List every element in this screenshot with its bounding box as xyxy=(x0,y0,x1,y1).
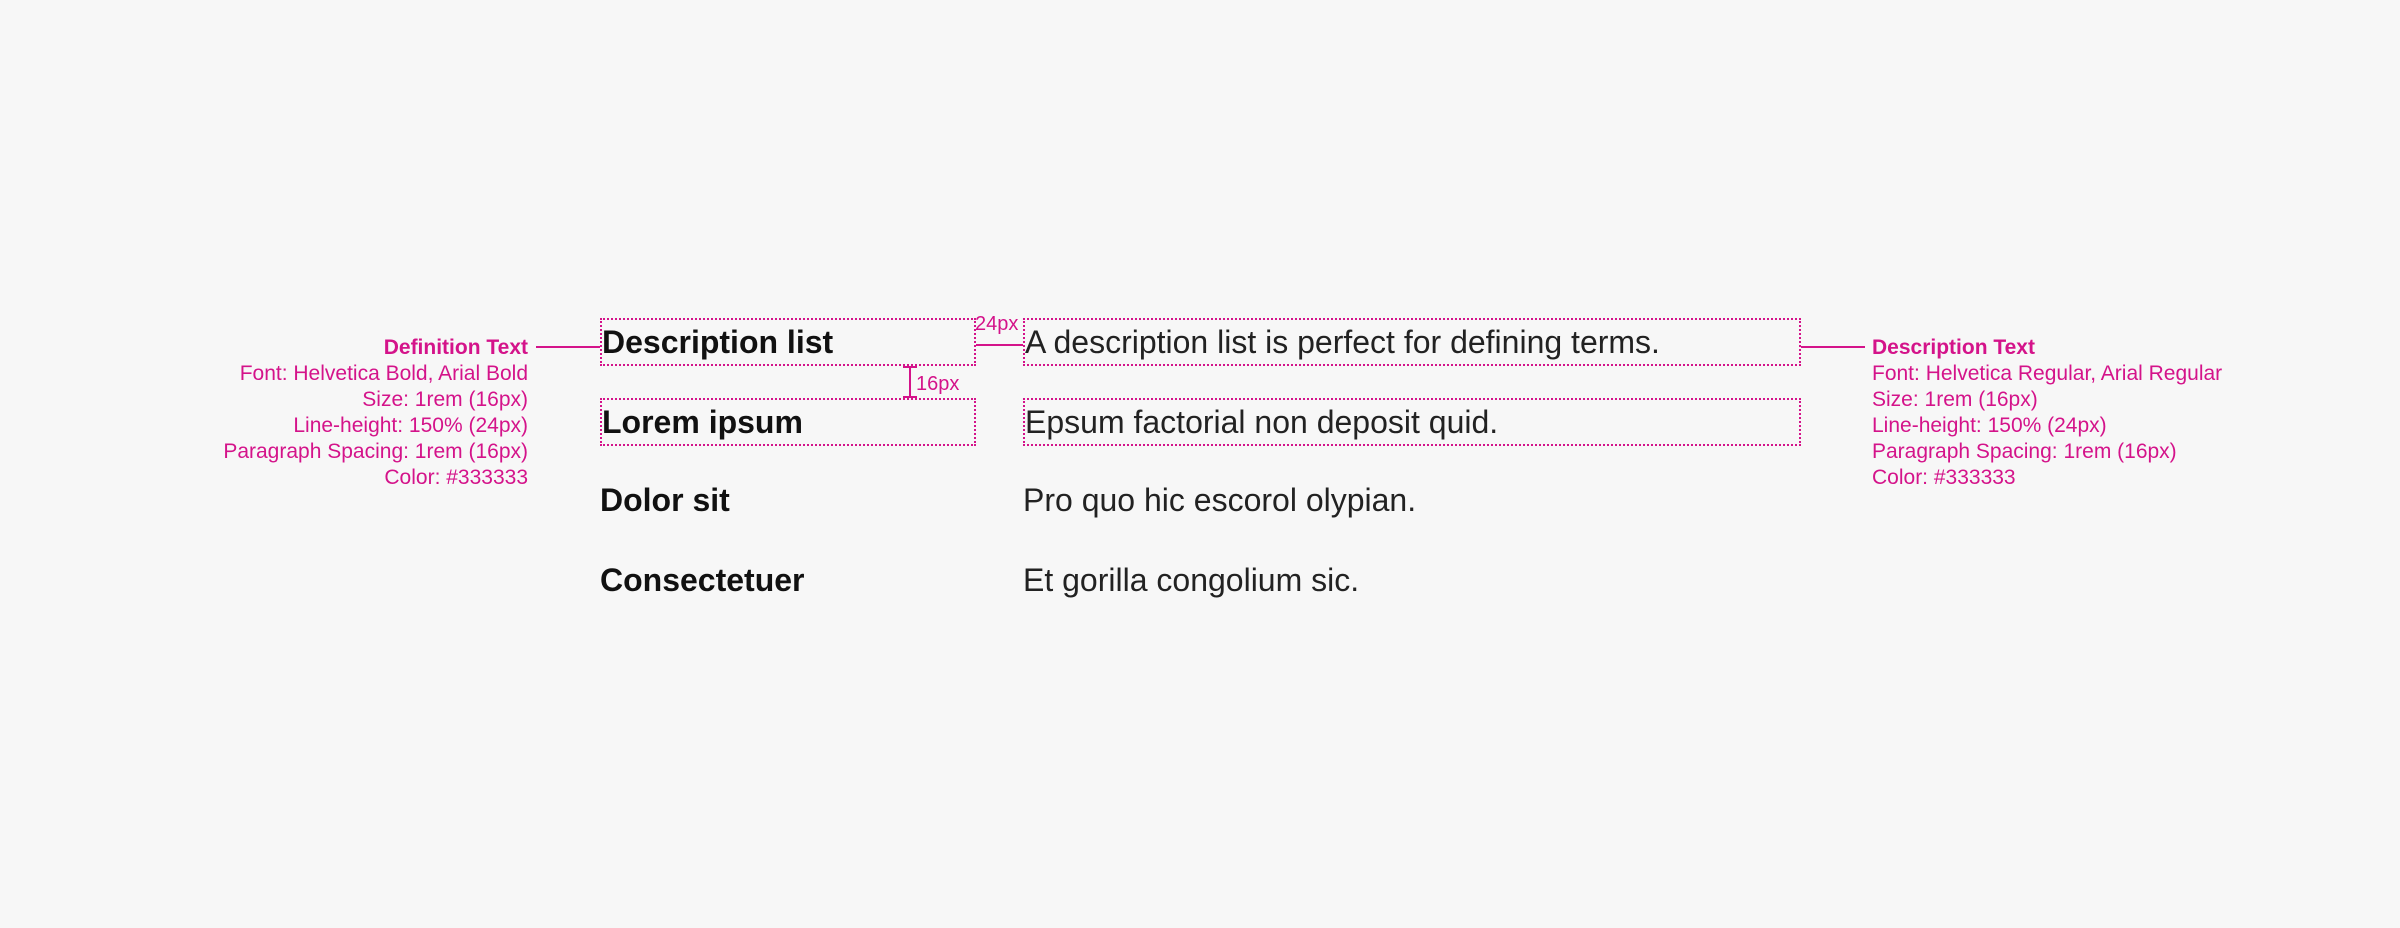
term-description-list: Description list xyxy=(600,318,976,366)
definition-annotation-title: Definition Text xyxy=(383,336,528,359)
term-consectetuer: Consectetuer xyxy=(600,562,805,598)
definition-annotation-paragraph-spacing: Paragraph Spacing: 1rem (16px) xyxy=(223,440,528,463)
term-lorem-ipsum: Lorem ipsum xyxy=(600,398,976,446)
vertical-gap-cap-top xyxy=(903,366,917,368)
definition-annotation-size: Size: 1rem (16px) xyxy=(362,388,528,411)
description-annotation-paragraph-spacing: Paragraph Spacing: 1rem (16px) xyxy=(1872,440,2177,463)
description-lorem-ipsum: Epsum factorial non deposit quid. xyxy=(1023,398,1801,446)
description-annotation: Description Text Font: Helvetica Regular… xyxy=(1872,335,2232,491)
definition-annotation-line-height: Line-height: 150% (24px) xyxy=(293,414,528,437)
description-annotation-size: Size: 1rem (16px) xyxy=(1872,388,2038,411)
description-annotation-title: Description Text xyxy=(1872,336,2035,359)
description-annotation-color: Color: #333333 xyxy=(1872,466,2016,489)
term-dolor-sit: Dolor sit xyxy=(600,482,730,518)
description-annotation-line-height: Line-height: 150% (24px) xyxy=(1872,414,2107,437)
horizontal-gap-line xyxy=(976,344,1023,346)
vertical-gap-line xyxy=(909,366,911,398)
definition-annotation-color: Color: #333333 xyxy=(384,466,528,489)
description-leader-line xyxy=(1801,346,1865,348)
description-annotation-font: Font: Helvetica Regular, Arial Regular xyxy=(1872,362,2223,385)
horizontal-gap-label: 24px xyxy=(975,313,1019,335)
description-description-list: A description list is perfect for defini… xyxy=(1023,318,1801,366)
description-dolor-sit: Pro quo hic escorol olypian. xyxy=(1023,482,1417,518)
definition-leader-line xyxy=(536,346,600,348)
description-consectetuer: Et gorilla congolium sic. xyxy=(1023,562,1360,598)
vertical-gap-cap-bottom xyxy=(903,396,917,398)
definition-annotation-font: Font: Helvetica Bold, Arial Bold xyxy=(239,362,528,385)
vertical-gap-label: 16px xyxy=(916,373,960,395)
definition-annotation: Definition Text Font: Helvetica Bold, Ar… xyxy=(223,335,528,491)
